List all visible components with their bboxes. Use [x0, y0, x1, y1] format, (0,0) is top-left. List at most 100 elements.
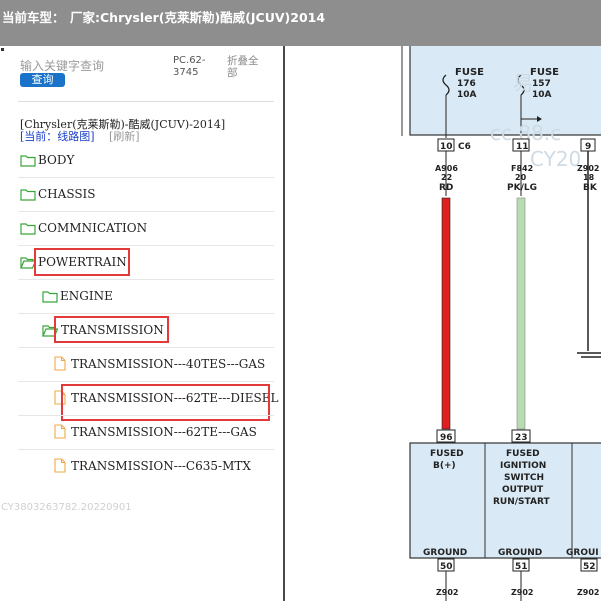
fuse-num-1: 176: [457, 79, 476, 89]
pin-function-label: OUTPUT: [502, 485, 544, 495]
highlight-box: [54, 316, 169, 343]
wire-id: Z902: [511, 588, 534, 597]
row-divider: [18, 415, 274, 416]
wire-color: BK: [583, 183, 598, 193]
tree-item-powertrain[interactable]: POWERTRAIN: [18, 254, 258, 272]
refresh-link[interactable]: [刷新]: [109, 130, 140, 143]
ground-label: GROUI: [566, 548, 599, 558]
tree-item-label: CHASSIS: [38, 187, 96, 201]
document-icon: [54, 424, 66, 439]
pin-box: [436, 429, 456, 443]
wire-pk-lg: [516, 197, 526, 430]
connector-label: C6: [458, 142, 471, 152]
tree-item-chassis[interactable]: CHASSIS: [18, 186, 258, 204]
fuse-num-2: 157: [532, 79, 551, 89]
document-code: PC.62-3745: [173, 55, 206, 78]
folder-open-icon: [20, 257, 36, 269]
pin-function-label: B(+): [433, 461, 456, 471]
wire-gauge: 18: [583, 173, 595, 182]
pin-label: 23: [515, 433, 528, 443]
tree-item-transmission-62te-gas[interactable]: TRANSMISSION---62TE---GAS: [52, 424, 274, 442]
row-divider: [18, 211, 274, 212]
tree-item-label: TRANSMISSION---40TES---GAS: [71, 357, 266, 371]
control-module-box: [409, 442, 601, 559]
fuse-amp-1: 10A: [457, 90, 477, 100]
left-panel: [0, 46, 284, 601]
wire-id: F842: [511, 164, 533, 173]
diagram-watermark: CY20: [530, 147, 581, 171]
title-label: 当前车型：: [2, 10, 65, 25]
tree-item-body[interactable]: BODY: [18, 152, 258, 170]
wiring-diagram-svg: FUSE 176 10A FUSE 157 10A 易 cc 88.c CY20…: [401, 46, 601, 601]
tree-item-label: TRANSMISSION: [61, 323, 164, 337]
tree-item-label: BODY: [38, 153, 75, 167]
folder-icon: [20, 223, 36, 235]
tree-item-transmission-40tes-gas[interactable]: TRANSMISSION---40TES---GAS: [52, 356, 274, 374]
pin-function-label: FUSED: [430, 449, 464, 459]
document-icon: [54, 458, 66, 473]
tree-item-engine[interactable]: ENGINE: [40, 288, 260, 306]
wire-id: Z902: [436, 588, 459, 597]
wire-color: PK/LG: [507, 183, 537, 193]
watermark-text: CY3803263782.20220901: [1, 502, 132, 513]
tree-item-label: COMMNICATION: [38, 221, 148, 235]
panel-splitter[interactable]: [283, 46, 285, 601]
wire-id: Z902: [577, 588, 600, 597]
fuse-symbol-2: [517, 74, 525, 96]
corner-mark: [1, 48, 4, 51]
current-view-link[interactable]: [当前：线路图]: [20, 130, 95, 143]
breadcrumb: [Chrysler(克莱斯勒)-酷威(JCUV)-2014]: [20, 118, 226, 131]
collapse-all-link[interactable]: 折叠全部: [227, 55, 259, 79]
arrow-icon: [537, 116, 542, 122]
row-divider: [18, 245, 274, 246]
wire-red: [441, 197, 451, 430]
row-divider: [18, 449, 274, 450]
fuse-label-2: FUSE: [530, 67, 559, 78]
folder-icon: [20, 155, 36, 167]
fuse-symbol-1: [442, 74, 450, 96]
tree-item-label: TRANSMISSION---62TE---GAS: [71, 425, 257, 439]
pin-label: 52: [583, 562, 596, 572]
title-bar: 当前车型： 厂家:Chrysler(克莱斯勒)酷威(JCUV)2014: [0, 0, 601, 46]
pin-function-label: FUSED: [506, 449, 540, 459]
pin-label: 10: [440, 142, 453, 152]
row-divider: [18, 347, 274, 348]
row-divider: [18, 381, 274, 382]
tree-item-commnication[interactable]: COMMNICATION: [18, 220, 258, 238]
fuse-module-box: [409, 46, 601, 136]
pin-function-label: IGNITION: [500, 461, 546, 471]
fuse-amp-2: 10A: [532, 90, 552, 100]
tree-item-transmission[interactable]: TRANSMISSION: [40, 322, 260, 340]
vehicle-model: 厂家:Chrysler(克莱斯勒)酷威(JCUV)2014: [70, 10, 326, 25]
ground-label: GROUND: [423, 548, 467, 558]
row-divider: [18, 313, 274, 314]
pin-label: 51: [515, 562, 528, 572]
tree-item-label: TRANSMISSION---C635-MTX: [71, 459, 251, 473]
folder-icon: [20, 189, 36, 201]
wire-gauge: 22: [441, 173, 452, 182]
pin-label: 96: [440, 433, 453, 443]
pin-box: [511, 429, 531, 443]
pin-label: 9: [585, 142, 591, 152]
pin-function-label: RUN/START: [493, 497, 550, 507]
highlight-box: [61, 384, 270, 421]
wire-id: A906: [435, 164, 458, 173]
highlight-box: [34, 248, 130, 276]
tree-item-transmission-c635-mtx[interactable]: TRANSMISSION---C635-MTX: [52, 458, 274, 476]
pin-label: 11: [516, 142, 529, 152]
folder-icon: [42, 291, 58, 303]
tree-item-label: ENGINE: [60, 289, 113, 303]
diagram-watermark: 易: [513, 71, 533, 95]
tree-item-label: TRANSMISSION---62TE---DIESEL: [71, 391, 279, 405]
pin-label: 50: [440, 562, 453, 572]
search-button[interactable]: 查询: [20, 73, 65, 87]
wiring-diagram[interactable]: FUSE 176 10A FUSE 157 10A 易 cc 88.c CY20…: [285, 46, 601, 601]
fuse-label-1: FUSE: [455, 67, 484, 78]
search-input[interactable]: 输入关键字查询: [20, 59, 105, 73]
pin-box: [580, 558, 598, 572]
divider-line: [18, 101, 274, 102]
pin-function-label: SWITCH: [504, 473, 544, 483]
row-divider: [18, 177, 274, 178]
row-divider: [18, 279, 274, 280]
document-icon: [54, 356, 66, 371]
